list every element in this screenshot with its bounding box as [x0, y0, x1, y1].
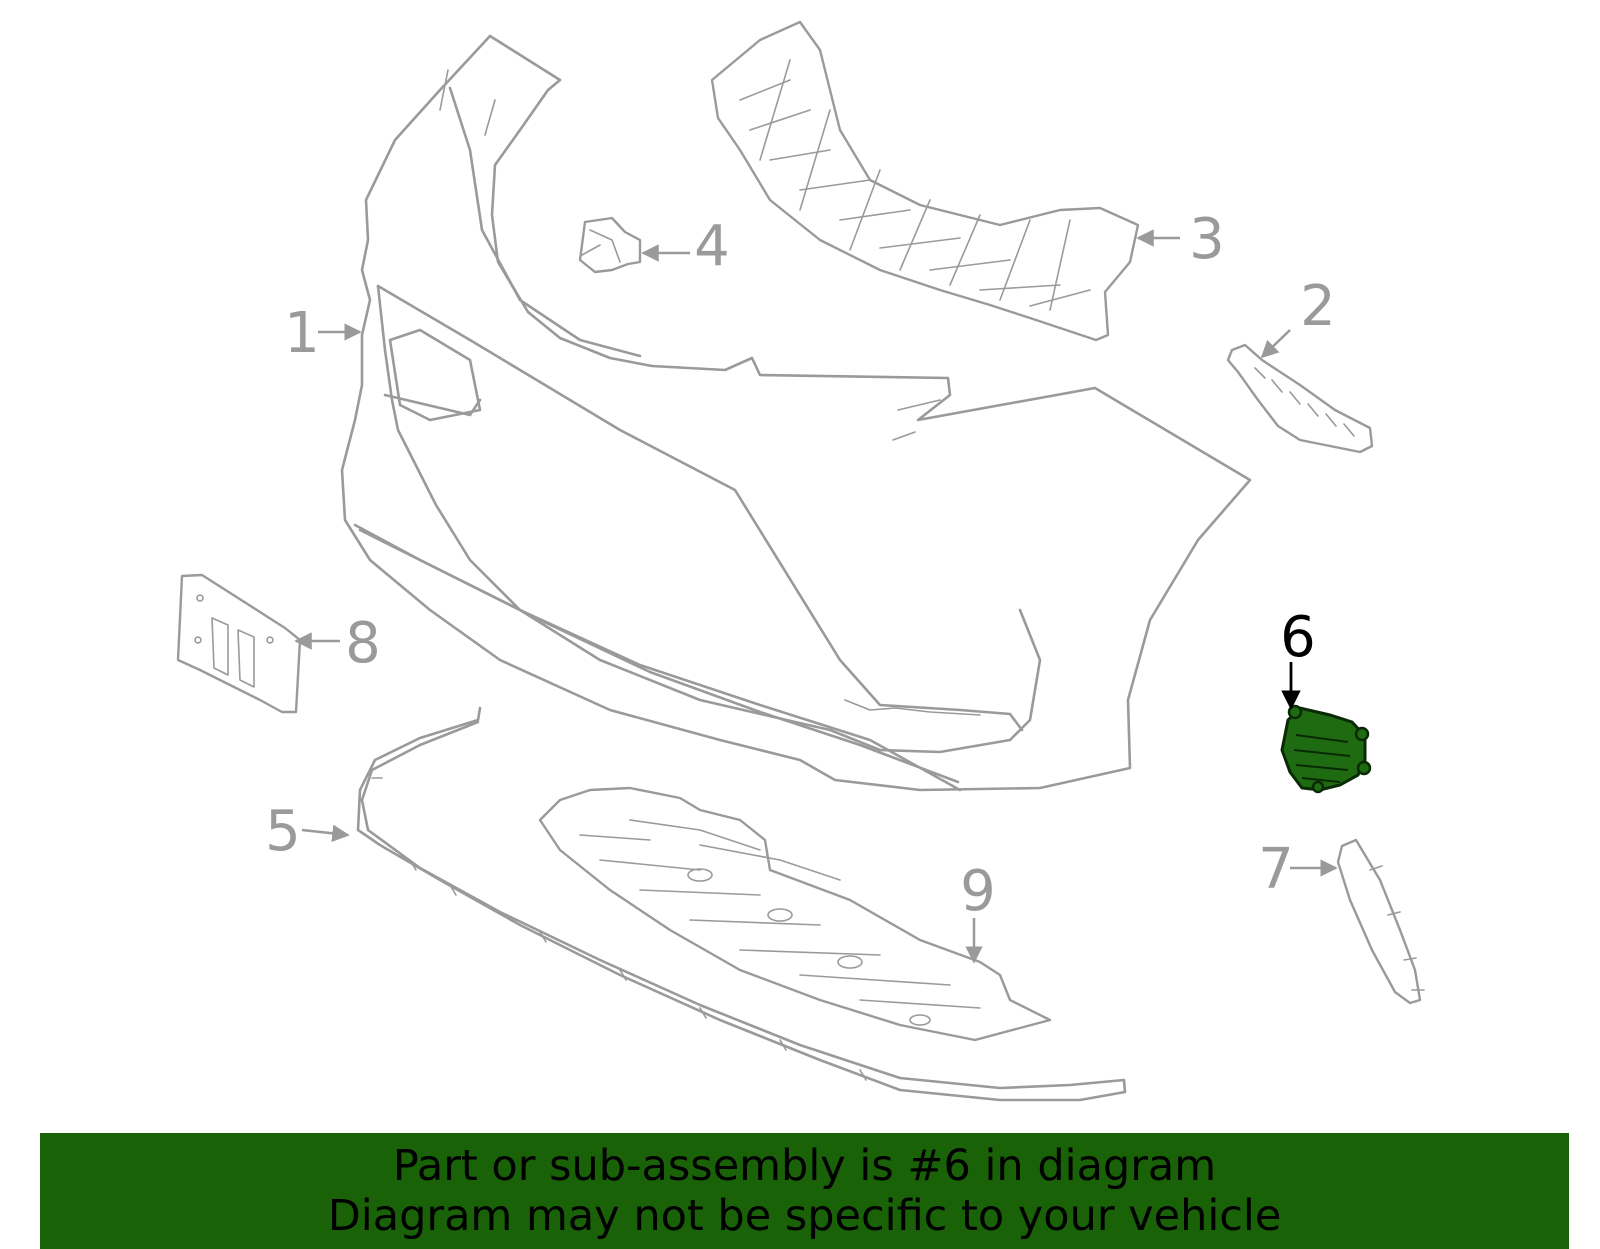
callout-4: 4	[694, 214, 730, 279]
callout-8: 8	[345, 611, 381, 676]
arrow-5	[301, 824, 350, 842]
clip-part	[578, 216, 642, 274]
callout-6: 6	[1280, 605, 1316, 670]
callout-arrows	[294, 229, 1338, 964]
grille-reinforcement-part	[710, 20, 1140, 342]
fog-lamp-part	[1280, 704, 1372, 794]
callout-3: 3	[1189, 207, 1225, 272]
callout-1: 1	[284, 301, 320, 366]
arrow-2	[1260, 329, 1291, 359]
license-plate-bracket-part	[176, 573, 302, 714]
under-cover-part	[538, 786, 1052, 1042]
notice-banner: Part or sub-assembly is #6 in diagram Di…	[40, 1133, 1569, 1249]
callout-2: 2	[1300, 274, 1336, 339]
bumper-cover-part	[340, 34, 1252, 792]
side-molding-part	[1336, 838, 1425, 1005]
lower-spoiler-part	[356, 706, 1127, 1102]
callout-5: 5	[265, 799, 301, 864]
callout-labels: 1 2 3 4 5 6 7 8 9	[265, 207, 1336, 924]
side-bracket-part	[1226, 343, 1374, 454]
banner-line-disclaimer: Diagram may not be specific to your vehi…	[327, 1191, 1282, 1241]
banner-line-part-number: Part or sub-assembly is #6 in diagram	[392, 1141, 1217, 1191]
callout-7: 7	[1258, 837, 1294, 902]
callout-9: 9	[960, 859, 996, 924]
